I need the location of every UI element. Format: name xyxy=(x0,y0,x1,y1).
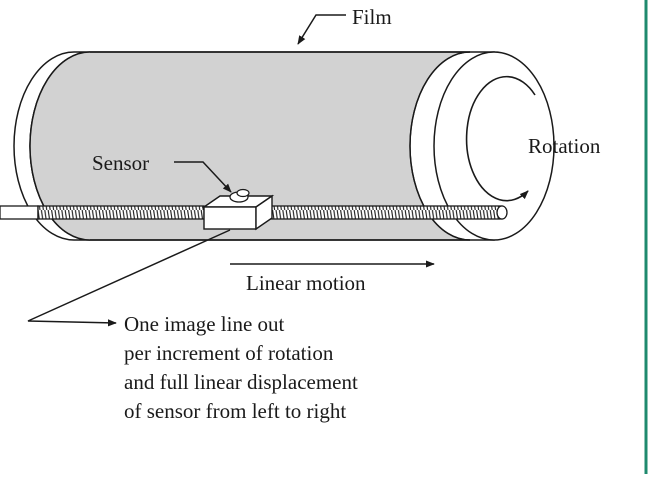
caption-line-4: of sensor from left to right xyxy=(124,399,346,423)
linear-motion-label: Linear motion xyxy=(246,271,366,295)
caption-line-3: and full linear displacement xyxy=(124,370,358,394)
film-leader xyxy=(297,14,346,45)
lead-screw xyxy=(0,205,508,220)
rotation-label: Rotation xyxy=(528,134,601,158)
caption-line-2: per increment of rotation xyxy=(124,341,334,365)
caption-line-1: One image line out xyxy=(124,312,285,336)
sensor-leader xyxy=(174,161,232,193)
sensor-label: Sensor xyxy=(92,151,149,175)
output-leader xyxy=(27,229,231,327)
film-label: Film xyxy=(352,5,392,29)
rotation-arrow xyxy=(465,75,536,202)
sensor-block xyxy=(201,188,275,231)
